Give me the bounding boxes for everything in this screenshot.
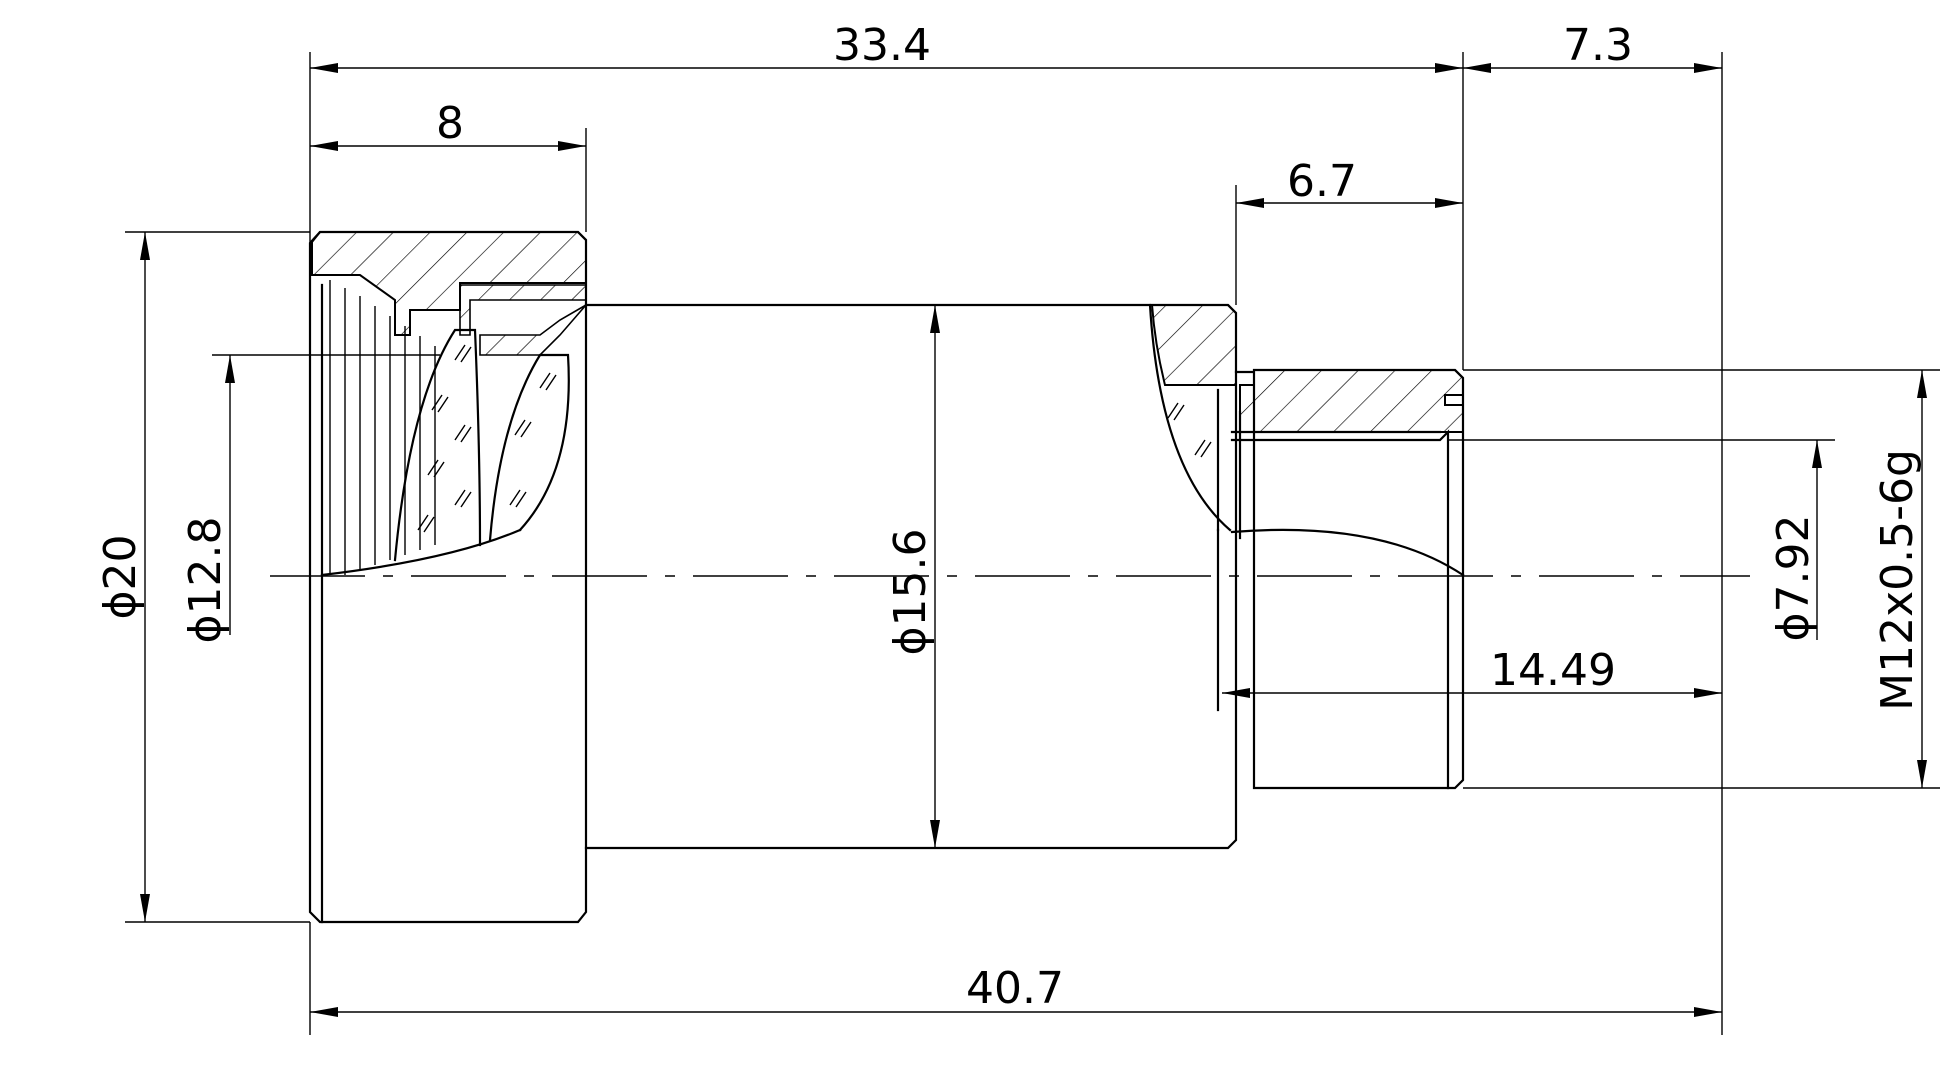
- dim-phi-15-6: ϕ15.6: [885, 529, 936, 656]
- extension-lines: [125, 52, 1940, 1035]
- dim-40-7: 40.7: [966, 963, 1064, 1014]
- dim-phi-20: ϕ20: [95, 534, 146, 619]
- dim-14-49: 14.49: [1490, 645, 1616, 696]
- dimension-lines: [140, 63, 1927, 1017]
- dim-33-4: 33.4: [833, 20, 931, 71]
- dimension-labels: 33.4 7.3 8 6.7 14.49 40.7 ϕ20 ϕ12.8 ϕ15.…: [95, 20, 1923, 1014]
- dim-6-7: 6.7: [1287, 156, 1357, 207]
- thread-lines: [320, 280, 1465, 577]
- dim-phi-7-92: ϕ7.92: [1768, 515, 1819, 642]
- dim-7-3: 7.3: [1563, 20, 1633, 71]
- dim-phi-12-8: ϕ12.8: [180, 517, 231, 644]
- section-hatching: [311, 231, 1464, 434]
- dim-8: 8: [436, 98, 464, 149]
- dim-thread-m12: M12x0.5-6g: [1872, 449, 1923, 711]
